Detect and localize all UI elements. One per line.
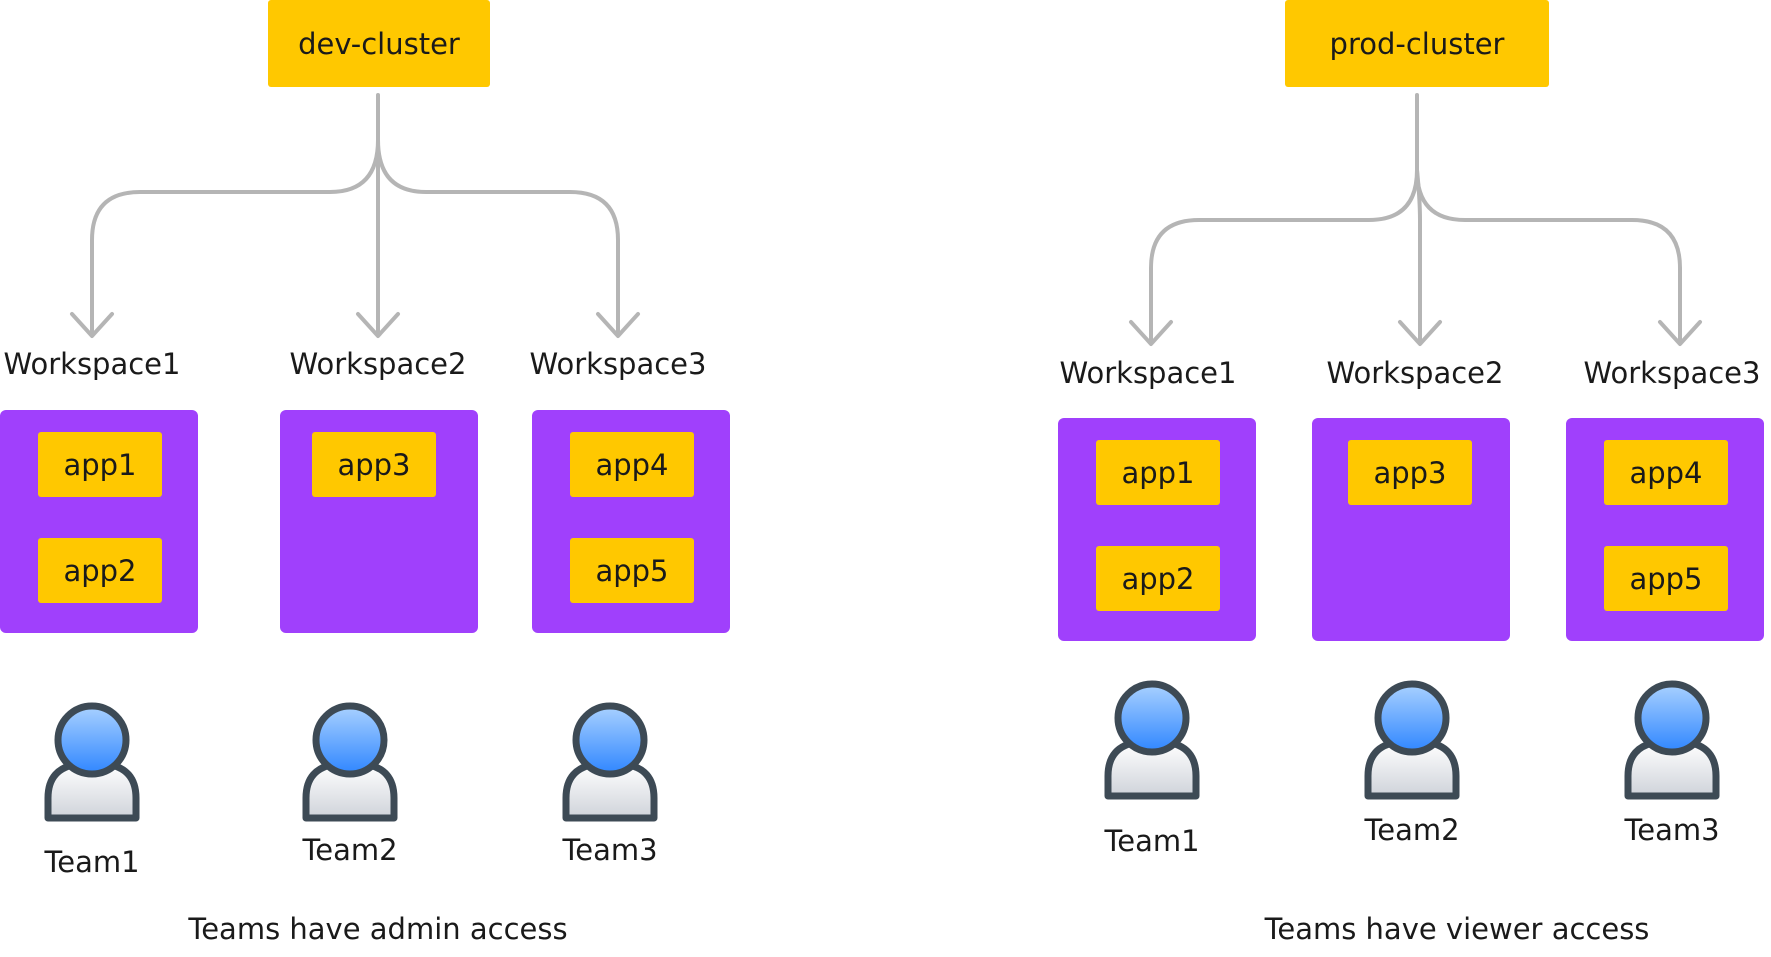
dev-team2-label: Team2 <box>302 833 398 867</box>
prod-team2-label: Team2 <box>1364 813 1460 847</box>
prod-arrowhead-2 <box>1398 320 1442 346</box>
prod-team1-person-icon <box>1104 680 1200 800</box>
dev-app5: app5 <box>570 538 694 603</box>
dev-arrowhead-2 <box>356 312 400 338</box>
dev-workspace1-label: Workspace1 <box>3 347 181 381</box>
prod-workspace3-box: app4 app5 <box>1566 418 1764 641</box>
dev-app2: app2 <box>38 538 162 603</box>
prod-app5: app5 <box>1604 546 1728 611</box>
prod-cluster-node: prod-cluster <box>1285 0 1549 87</box>
dev-app3: app3 <box>312 432 436 497</box>
prod-branch-1 <box>1149 168 1419 344</box>
prod-workspace2-box: app3 <box>1312 418 1510 641</box>
prod-team1-label: Team1 <box>1104 824 1200 858</box>
dev-team2-person-icon <box>302 702 398 822</box>
prod-workspace3-label: Workspace3 <box>1583 356 1761 390</box>
prod-app2: app2 <box>1096 546 1220 611</box>
dev-workspace1-box: app1 app2 <box>0 410 198 633</box>
dev-arrowhead-1 <box>70 312 114 338</box>
dev-app1: app1 <box>38 432 162 497</box>
dev-workspace3-label: Workspace3 <box>529 347 707 381</box>
prod-workspace2-label: Workspace2 <box>1326 356 1504 390</box>
dev-cluster-node: dev-cluster <box>268 0 490 87</box>
dev-team3-person-icon <box>562 702 658 822</box>
prod-team2-person-icon <box>1364 680 1460 800</box>
prod-team3-person-icon <box>1624 680 1720 800</box>
prod-arrowhead-3 <box>1658 320 1702 346</box>
dev-workspace2-box: app3 <box>280 410 478 633</box>
dev-team1-person-icon <box>44 702 140 822</box>
prod-branch-3 <box>1415 168 1682 344</box>
prod-arrowhead-1 <box>1129 320 1173 346</box>
dev-workspace3-box: app4 app5 <box>532 410 730 633</box>
prod-team3-label: Team3 <box>1624 813 1720 847</box>
dev-branch-3 <box>376 138 620 336</box>
dev-arrowhead-3 <box>596 312 640 338</box>
prod-workspace1-box: app1 app2 <box>1058 418 1256 641</box>
dev-branch-1 <box>90 138 380 336</box>
prod-caption: Teams have viewer access <box>1264 912 1650 946</box>
dev-workspace2-label: Workspace2 <box>289 347 467 381</box>
prod-app4: app4 <box>1604 440 1728 505</box>
dev-team1-label: Team1 <box>44 845 140 879</box>
prod-app3: app3 <box>1348 440 1472 505</box>
dev-app4: app4 <box>570 432 694 497</box>
dev-caption: Teams have admin access <box>188 912 568 946</box>
prod-app1: app1 <box>1096 440 1220 505</box>
dev-team3-label: Team3 <box>562 833 658 867</box>
prod-workspace1-label: Workspace1 <box>1059 356 1237 390</box>
